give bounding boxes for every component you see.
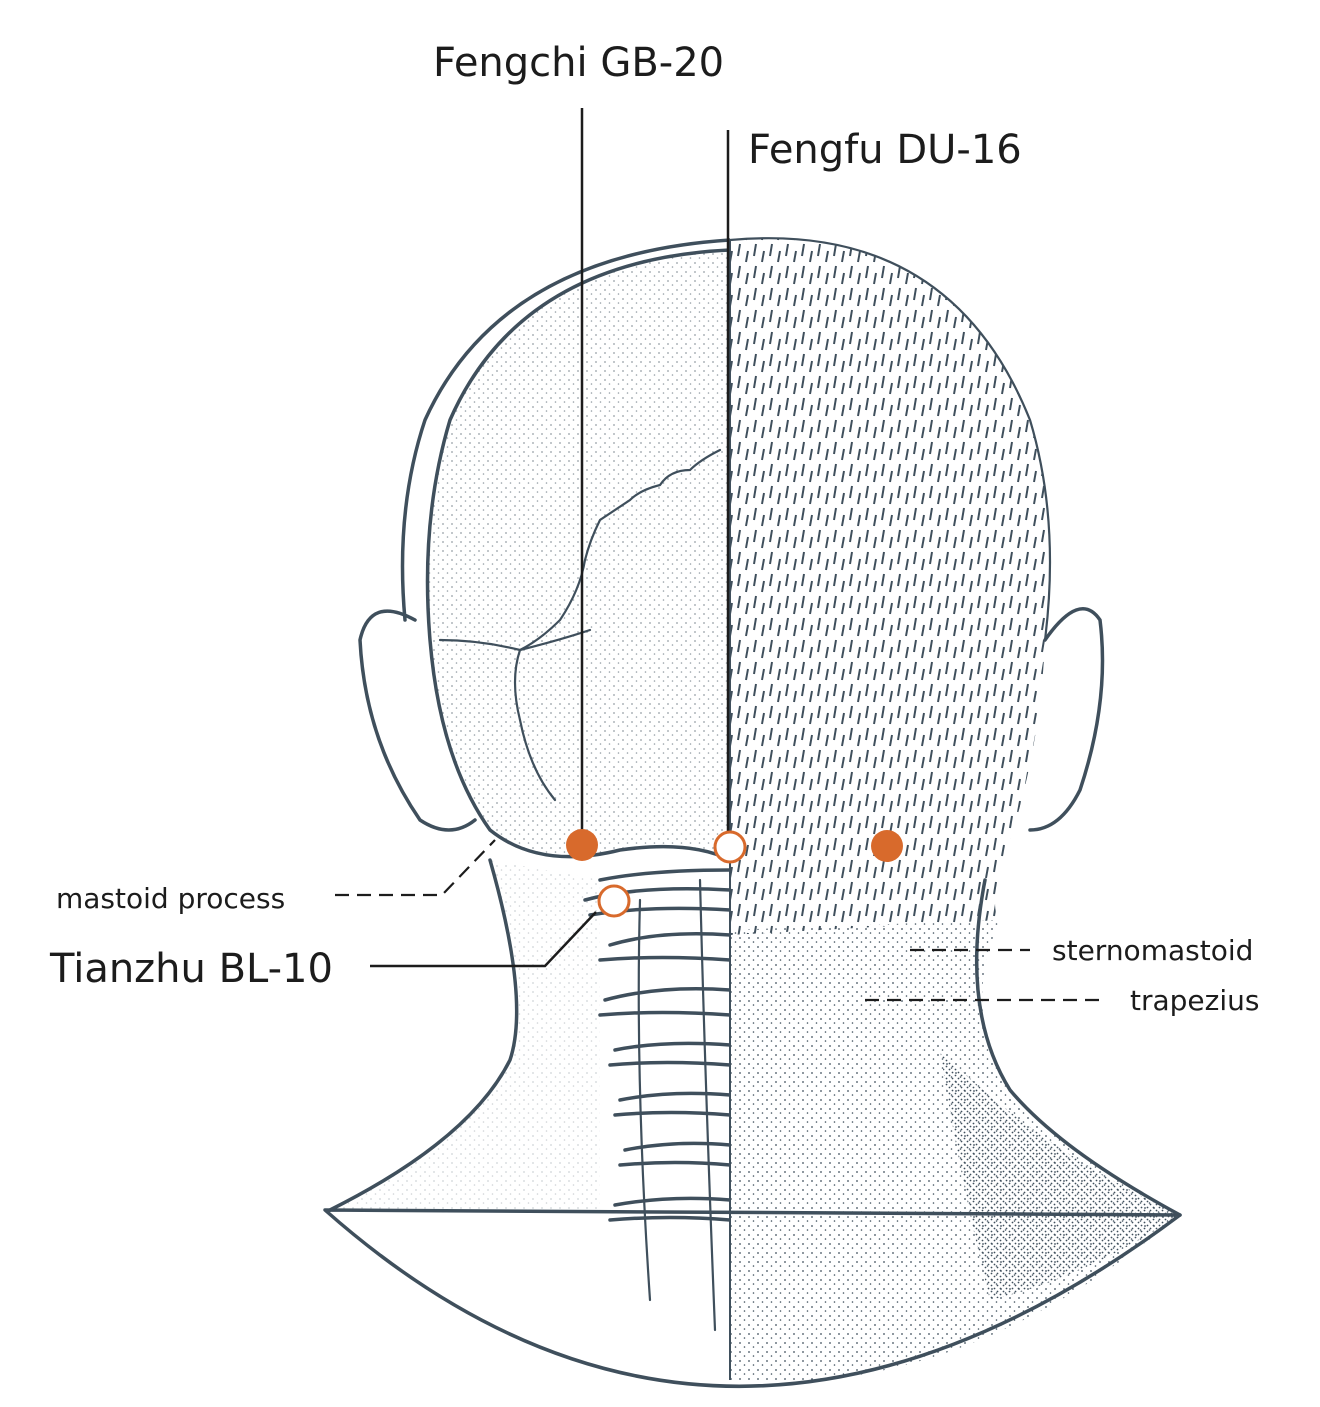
cervical-spine bbox=[583, 868, 730, 1332]
mastoid-leader bbox=[335, 839, 496, 897]
neck-skin-stipple bbox=[730, 920, 1180, 1382]
fengchi-label: Fengchi GB-20 bbox=[433, 40, 724, 86]
hair-region bbox=[730, 238, 1050, 935]
skull-stipple bbox=[427, 250, 730, 860]
fengchi-right-point[interactable] bbox=[871, 830, 903, 862]
tianzhu-point[interactable] bbox=[597, 884, 631, 918]
lambdoid-suture bbox=[513, 448, 722, 802]
right-ear bbox=[1028, 607, 1105, 832]
fengfu-point[interactable] bbox=[713, 830, 747, 864]
trapezius-label: trapezius bbox=[1130, 984, 1259, 1017]
tianzhu-leader bbox=[370, 911, 597, 968]
scalp-outer-outline bbox=[400, 238, 730, 622]
suture-branch bbox=[438, 628, 592, 652]
hair-outline bbox=[730, 237, 1052, 642]
fengfu-label: Fengfu DU-16 bbox=[748, 127, 1022, 173]
fengchi-left-point[interactable] bbox=[566, 829, 598, 861]
left-neck-stipple bbox=[330, 860, 600, 1210]
mastoid-label: mastoid process bbox=[56, 882, 285, 915]
shoulder-dense-stipple bbox=[940, 1050, 1180, 1300]
tianzhu-label: Tianzhu BL-10 bbox=[49, 946, 333, 992]
sternomastoid-label: sternomastoid bbox=[1052, 934, 1253, 967]
left-ear bbox=[358, 609, 477, 832]
